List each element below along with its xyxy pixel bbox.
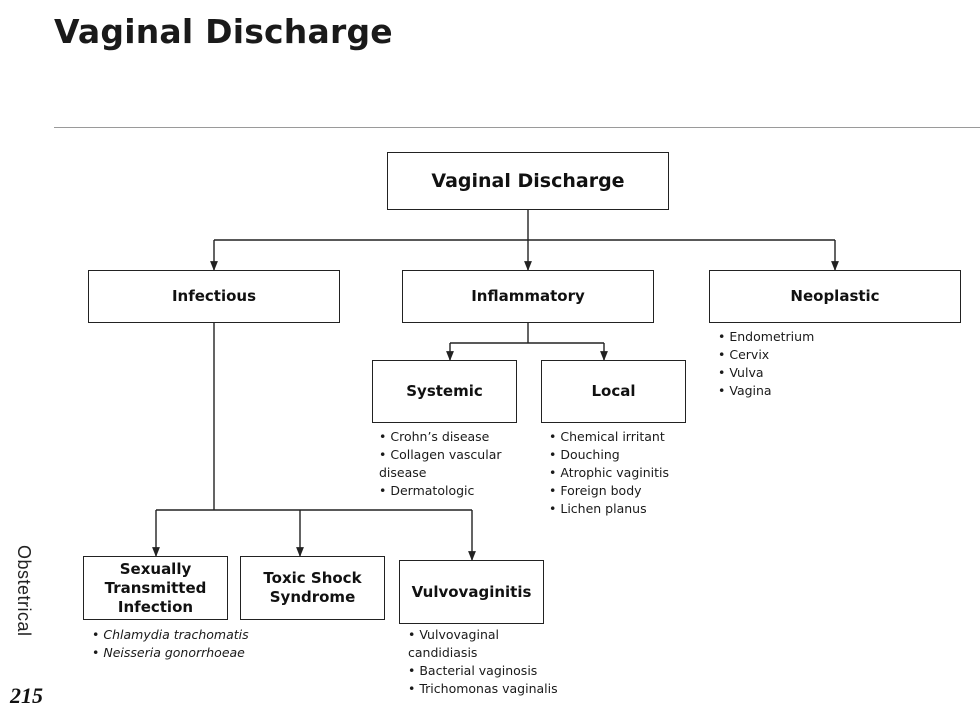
page-number: 215: [10, 683, 43, 708]
list-item: Cervix: [718, 346, 918, 364]
node-inflammatory: Inflammatory: [402, 270, 654, 323]
list-item: Bacterial vaginosis: [408, 662, 568, 680]
page-title: Vaginal Discharge: [54, 12, 393, 51]
node-vulvovaginitis: Vulvovaginitis: [399, 560, 544, 624]
list-item: Neisseria gonorrhoeae: [92, 644, 262, 662]
sti-list: Chlamydia trachomatis Neisseria gonorrho…: [92, 626, 262, 662]
list-item: Crohn’s disease: [379, 428, 529, 446]
list-item: Vagina: [718, 382, 918, 400]
list-item: Chemical irritant: [549, 428, 729, 446]
section-side-label: Obstetrical: [14, 545, 34, 637]
list-item: Atrophic vaginitis: [549, 464, 729, 482]
list-item: Foreign body: [549, 482, 729, 500]
list-item: Lichen planus: [549, 500, 729, 518]
vulvovaginitis-list: Vulvovaginal candidiasis Bacterial vagin…: [408, 626, 568, 698]
list-item: Collagen vascular disease: [379, 446, 529, 482]
list-item: Douching: [549, 446, 729, 464]
list-item: Chlamydia trachomatis: [92, 626, 262, 644]
node-infectious: Infectious: [88, 270, 340, 323]
list-item: Vulvovaginal candidiasis: [408, 626, 568, 662]
node-toxic-shock-syndrome: Toxic Shock Syndrome: [240, 556, 385, 620]
list-item: Trichomonas vaginalis: [408, 680, 568, 698]
systemic-list: Crohn’s disease Collagen vascular diseas…: [379, 428, 529, 500]
title-divider: [54, 127, 980, 128]
neoplastic-list: Endometrium Cervix Vulva Vagina: [718, 328, 918, 400]
list-item: Dermatologic: [379, 482, 529, 500]
list-item: Vulva: [718, 364, 918, 382]
node-systemic: Systemic: [372, 360, 517, 423]
node-sexually-transmitted-infection: Sexually Transmitted Infection: [83, 556, 228, 620]
local-list: Chemical irritant Douching Atrophic vagi…: [549, 428, 729, 518]
node-vaginal-discharge: Vaginal Discharge: [387, 152, 669, 210]
node-neoplastic: Neoplastic: [709, 270, 961, 323]
list-item: Endometrium: [718, 328, 918, 346]
node-local: Local: [541, 360, 686, 423]
